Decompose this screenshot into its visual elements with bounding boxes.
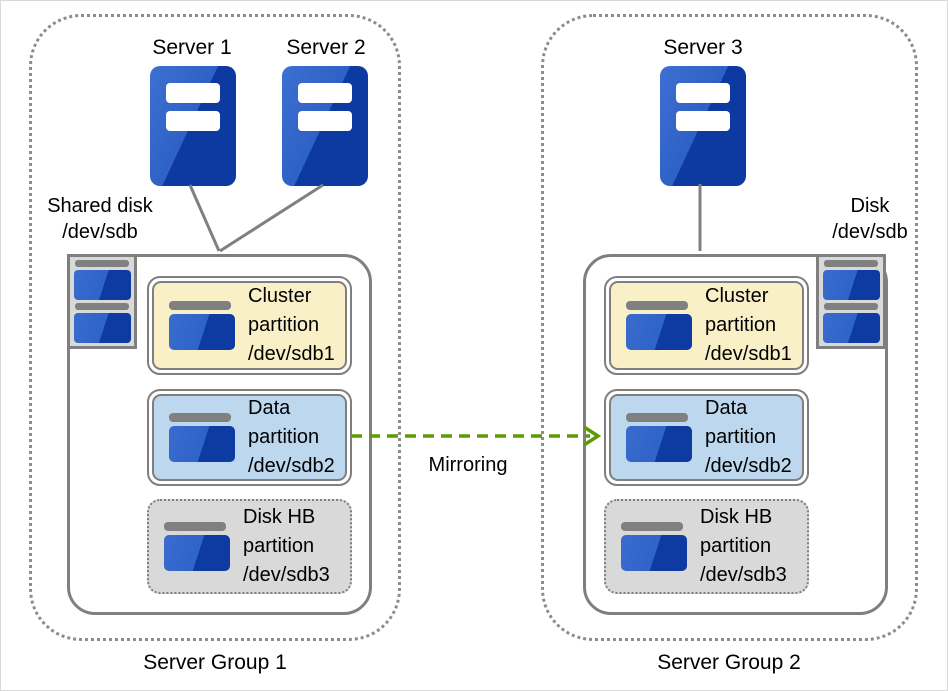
mirroring-label: Mirroring xyxy=(428,454,508,476)
diskhb-partition-box-g1: Disk HB partition /dev/sdb3 xyxy=(147,499,352,594)
server-group-1-label: Server Group 1 xyxy=(143,651,287,674)
server2-label: Server 2 xyxy=(286,36,366,59)
disk-partition-icon xyxy=(626,413,692,462)
server1-icon xyxy=(150,66,236,186)
disk-label: Disk /dev/sdb xyxy=(832,195,908,243)
server-group-1-box: Server 1 Server 2 Shared disk /dev/sdb C… xyxy=(29,14,401,641)
data-partition-label: Data partition /dev/sdb2 xyxy=(248,397,335,477)
diskhb-partition-label: Disk HB partition /dev/sdb3 xyxy=(700,506,787,586)
diskhb-partition-label: Disk HB partition /dev/sdb3 xyxy=(243,506,330,586)
shared-disk-icon xyxy=(67,254,137,349)
disk-partition-icon xyxy=(169,413,235,462)
data-partition-box-g2: Data partition /dev/sdb2 xyxy=(604,389,809,486)
server3-label: Server 3 xyxy=(663,36,743,59)
shared-disk-label: Shared disk /dev/sdb xyxy=(47,195,153,243)
data-partition-label: Data partition /dev/sdb2 xyxy=(705,397,792,477)
server1-label: Server 1 xyxy=(152,36,232,59)
cluster-partition-box-g1: Cluster partition /dev/sdb1 xyxy=(147,276,352,375)
server3-icon xyxy=(660,66,746,186)
disk-partition-icon xyxy=(621,522,687,571)
server-group-2-box: Server 3 Disk /dev/sdb Cluster partition… xyxy=(541,14,918,641)
cluster-partition-label: Cluster partition /dev/sdb1 xyxy=(705,285,792,365)
disk-partition-icon xyxy=(626,301,692,350)
disk-icon xyxy=(816,254,886,349)
diskhb-partition-box-g2: Disk HB partition /dev/sdb3 xyxy=(604,499,809,594)
server2-icon xyxy=(282,66,368,186)
disk-partition-icon xyxy=(164,522,230,571)
cluster-partition-label: Cluster partition /dev/sdb1 xyxy=(248,285,335,365)
server-group-2-label: Server Group 2 xyxy=(657,651,801,674)
disk-partition-icon xyxy=(169,301,235,350)
cluster-partition-box-g2: Cluster partition /dev/sdb1 xyxy=(604,276,809,375)
data-partition-box-g1: Data partition /dev/sdb2 xyxy=(147,389,352,486)
